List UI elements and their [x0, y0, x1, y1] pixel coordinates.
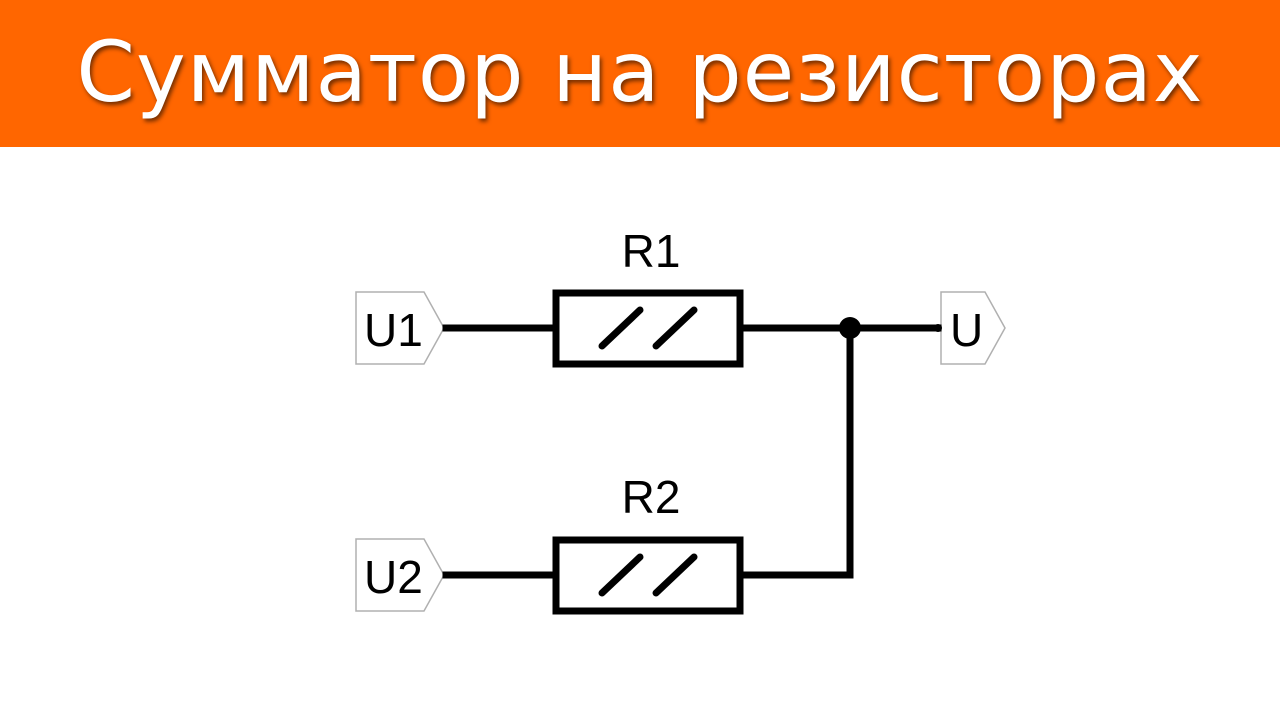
resistor-slash — [652, 553, 698, 597]
input-port-u1: U1 — [355, 291, 445, 365]
port-shape — [355, 538, 445, 612]
junction-node — [839, 317, 861, 339]
resistor-r1: R1 — [552, 225, 744, 368]
resistor-body — [552, 536, 744, 615]
resistor-label-r2: R2 — [622, 471, 681, 523]
port-shape — [355, 291, 445, 365]
title-banner: Сумматор на резисторах — [0, 0, 1280, 147]
resistor-label-r1: R1 — [622, 225, 681, 277]
resistor-slash — [598, 306, 644, 350]
output-terminal-dot — [934, 324, 942, 332]
port-shape — [940, 291, 1006, 365]
output-port-u: U — [940, 291, 1006, 365]
resistor-body — [552, 289, 744, 368]
resistor-r2: R2 — [552, 471, 744, 615]
resistor-slash — [652, 306, 698, 350]
resistor-slash — [598, 553, 644, 597]
wire-r2-junction — [736, 324, 854, 579]
port-label-u: U — [950, 304, 983, 356]
port-label-u2: U2 — [364, 551, 423, 603]
input-port-u2: U2 — [355, 538, 445, 612]
page-title: Сумматор на резисторах — [76, 22, 1204, 121]
port-label-u1: U1 — [364, 304, 423, 356]
